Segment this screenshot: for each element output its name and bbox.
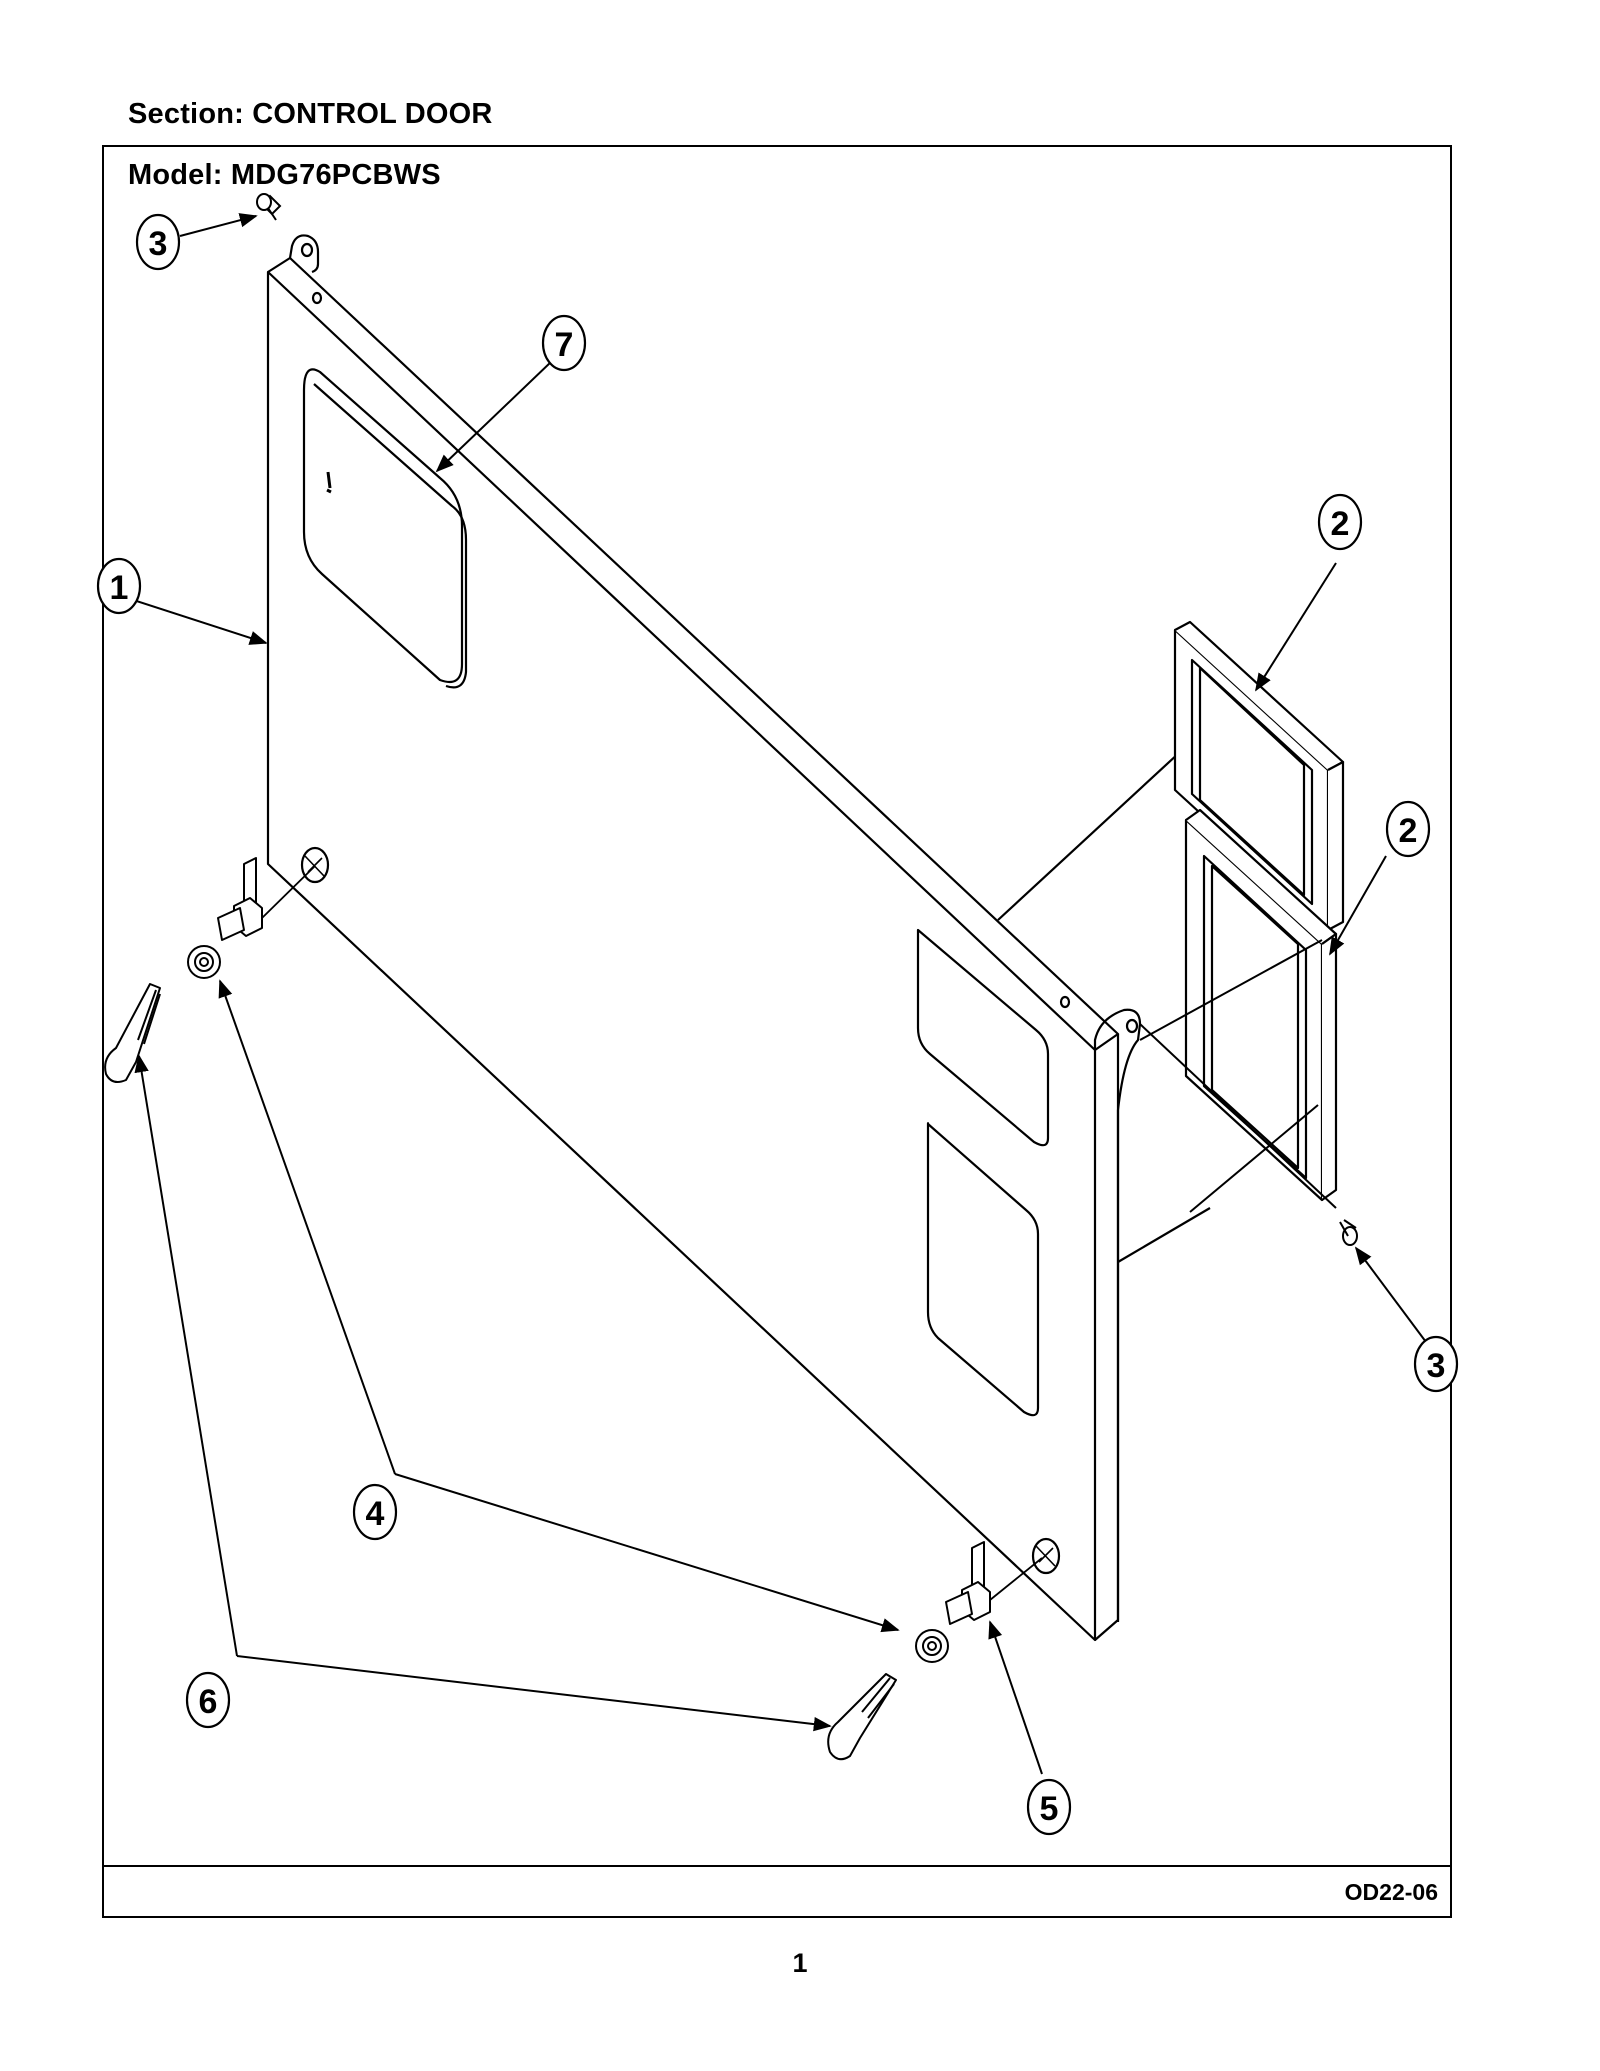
screw-top: [256, 193, 282, 221]
callout-4-label: 4: [366, 1495, 385, 1533]
footer-divider: [102, 1865, 1452, 1867]
callout-1: 1: [96, 557, 142, 615]
callout-4: 4: [352, 1483, 398, 1541]
diagram-frame: [102, 145, 1452, 1918]
drawing-code: OD22-06: [1344, 1879, 1438, 1905]
window-frame-lower: [1184, 808, 1338, 1202]
callout-2-upper: 2: [1317, 493, 1363, 551]
callout-1-label: 1: [110, 569, 129, 607]
key-right: [827, 1673, 897, 1761]
callout-6-label: 6: [199, 1683, 218, 1721]
callout-3-top: 3: [135, 213, 181, 271]
callout-7: 7: [541, 314, 587, 372]
callout-2-upper-label: 2: [1331, 505, 1350, 543]
screw-right: [1339, 1219, 1358, 1246]
callout-6: 6: [185, 1671, 231, 1729]
callout-5-label: 5: [1040, 1790, 1059, 1828]
control-door-panel: [266, 234, 1211, 1642]
page-number: 1: [792, 1948, 808, 1978]
lock-assembly-left: [187, 857, 263, 979]
model-title: Model: MDG76PCBWS: [128, 159, 441, 191]
callout-2-lower: 2: [1385, 800, 1431, 858]
callout-5: 5: [1026, 1778, 1072, 1836]
key-left: [104, 983, 161, 1083]
callout-7-label: 7: [555, 326, 574, 364]
callout-3-right-label: 3: [1427, 1347, 1446, 1385]
callout-3-right: 3: [1413, 1335, 1459, 1393]
callout-3-top-label: 3: [149, 225, 168, 263]
lock-assembly-right: [915, 1541, 991, 1663]
callout-2-lower-label: 2: [1399, 812, 1418, 850]
section-title: Section: CONTROL DOOR: [128, 98, 493, 130]
